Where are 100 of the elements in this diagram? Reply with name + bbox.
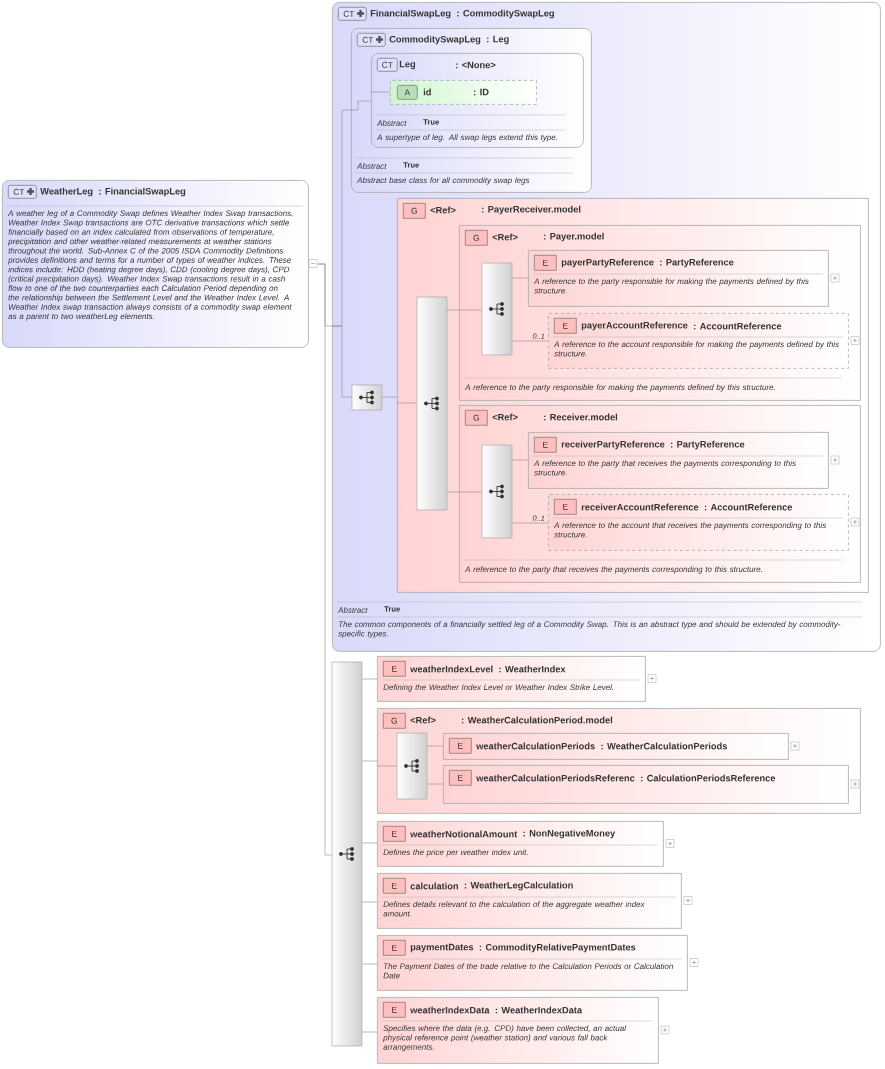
- element-name: WeatherLeg: [40, 187, 93, 197]
- connector-line: [362, 678, 378, 680]
- connector-line: [376, 765, 397, 767]
- type-badge: G: [465, 230, 488, 246]
- element-name: id: [423, 88, 431, 96]
- connector-line: [512, 277, 529, 279]
- element-box: [443, 765, 849, 804]
- element-name: <Ref>: [430, 206, 456, 214]
- type-badge: E: [449, 738, 472, 754]
- compositor-box: [396, 732, 428, 800]
- connector-line: [427, 745, 444, 747]
- type-badge: E: [534, 437, 557, 453]
- element-name: <Ref>: [492, 233, 518, 241]
- connector-line: [512, 459, 529, 461]
- type-name: : PartyReference: [660, 258, 734, 268]
- type-name: : PayerReceiver.model: [482, 205, 581, 215]
- element-name: receiverAccountReference: [581, 503, 699, 511]
- connector-line: [362, 963, 378, 965]
- type-badge: G: [383, 713, 406, 729]
- element-box: [377, 821, 664, 867]
- connector-line: [350, 100, 372, 111]
- element-name: weatherCalculationPeriods: [476, 742, 595, 750]
- connector-line: [447, 491, 460, 493]
- element-name: Leg: [399, 60, 416, 70]
- type-name: : PartyReference: [671, 440, 745, 450]
- element-name: CommoditySwapLeg: [389, 35, 481, 45]
- element-name: payerAccountReference: [581, 321, 688, 331]
- type-name: : Leg: [487, 35, 509, 45]
- element-name: weatherIndexData: [410, 1006, 490, 1014]
- connector-line: [447, 309, 460, 311]
- type-name: : CommodityRelativePaymentDates: [479, 943, 636, 953]
- connector-line: [512, 340, 549, 342]
- compositor-box: [416, 296, 448, 511]
- type-name: : AccountReference: [704, 503, 793, 511]
- type-name: : NonNegativeMoney: [523, 829, 616, 839]
- type-badge: G: [465, 410, 488, 426]
- element-box: [377, 997, 659, 1064]
- element-name: receiverPartyReference: [561, 440, 665, 450]
- element-box: [548, 494, 849, 551]
- type-name: : AccountReference: [694, 322, 782, 330]
- element-name: FinancialSwapLeg: [370, 9, 451, 19]
- type-name: : WeatherCalculationPeriods: [601, 742, 727, 750]
- element-box: [377, 656, 646, 702]
- type-badge: E: [534, 255, 557, 271]
- type-name: : Payer.model: [544, 232, 604, 242]
- element-box: [548, 313, 849, 369]
- element-name: weatherIndexLevel: [410, 665, 493, 673]
- type-name: : CommoditySwapLeg: [457, 9, 554, 19]
- type-badge: E: [383, 940, 406, 956]
- type-badge: CT: [357, 33, 386, 47]
- type-badge: E: [383, 1002, 406, 1018]
- compositor-box: [481, 262, 513, 356]
- compositor-box: [331, 661, 363, 1047]
- connector-line: [362, 760, 378, 762]
- element-box: [443, 733, 789, 760]
- element-box: [377, 873, 682, 929]
- type-name: : WeatherIndex: [499, 665, 566, 673]
- element-name: <Ref>: [492, 413, 518, 421]
- connector-line: [427, 783, 444, 785]
- type-badge: G: [403, 203, 426, 219]
- compositor-box: [351, 384, 383, 411]
- type-name: : WeatherLegCalculation: [464, 881, 573, 891]
- element-name: weatherCalculationPeriodsReferenc: [476, 774, 635, 782]
- element-name: calculation: [410, 882, 458, 890]
- element-name: payerPartyReference: [561, 258, 654, 268]
- type-name: : CalculationPeriodsReference: [641, 774, 776, 782]
- connector-line: [331, 325, 352, 398]
- type-badge: CT: [8, 185, 37, 199]
- type-badge: CT: [338, 7, 367, 21]
- element-box: [528, 432, 829, 489]
- connector-line: [317, 263, 332, 856]
- type-badge: CT: [377, 58, 398, 72]
- type-name: : WeatherIndexData: [495, 1006, 583, 1014]
- type-badge: E: [449, 770, 472, 786]
- type-name: : ID: [474, 88, 489, 96]
- element-name: <Ref>: [410, 716, 436, 724]
- connector-line: [396, 402, 417, 404]
- connector-line: [512, 522, 549, 524]
- connector-line: [370, 91, 391, 93]
- element-name: paymentDates: [410, 943, 474, 953]
- type-badge: A: [397, 85, 418, 100]
- element-name: weatherNotionalAmount: [410, 830, 518, 838]
- type-name: : FinancialSwapLeg: [99, 187, 186, 197]
- type-badge: E: [383, 826, 406, 842]
- element-box: [377, 935, 688, 991]
- type-name: : Receiver.model: [544, 413, 618, 421]
- type-badge: E: [383, 878, 406, 894]
- element-box: [528, 250, 829, 307]
- type-name: : WeatherCalculationPeriod.model: [462, 716, 613, 724]
- connector-line: [458, 491, 482, 493]
- type-badge: E: [554, 318, 577, 334]
- connector-line: [382, 396, 398, 398]
- type-badge: E: [554, 499, 577, 515]
- connector-line: [362, 1031, 378, 1033]
- type-badge: E: [383, 661, 406, 677]
- connector-line: [458, 309, 482, 311]
- type-name: : <None>: [456, 61, 496, 69]
- connector-line: [362, 901, 378, 903]
- connector-line: [362, 842, 378, 844]
- attribute-box: [390, 80, 537, 105]
